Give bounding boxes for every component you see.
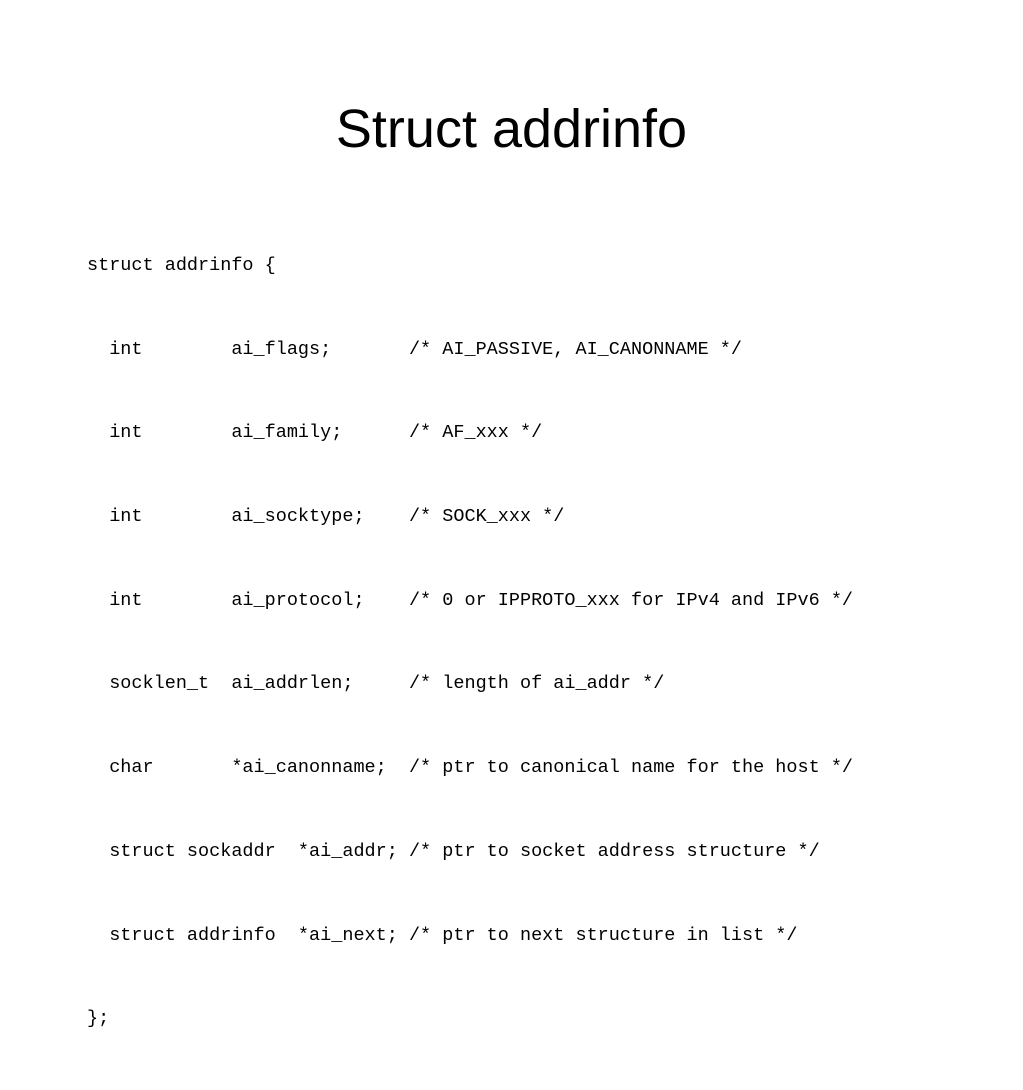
slide: Struct addrinfo struct addrinfo { int ai… xyxy=(87,99,854,1030)
code-line: }; xyxy=(87,1008,110,1030)
slide-title: Struct addrinfo xyxy=(335,99,688,159)
code-line: int ai_protocol; /* 0 or IPPROTO_xxx for… xyxy=(87,589,854,611)
code-block: struct addrinfo { int ai_flags; /* AI_PA… xyxy=(87,211,853,1090)
code-line: socklen_t ai_addrlen; /* length of ai_ad… xyxy=(87,673,665,695)
code-line: int ai_flags; /* AI_PASSIVE, AI_CANONNAM… xyxy=(87,338,743,360)
code-line: struct addrinfo { xyxy=(87,255,276,276)
code-line: char *ai_canonname; /* ptr to canonical … xyxy=(87,757,854,779)
code-line: int ai_family; /* AF_xxx */ xyxy=(87,422,543,444)
code-line: struct addrinfo *ai_next; /* ptr to next… xyxy=(87,924,798,946)
code-line: int ai_socktype; /* SOCK_xxx */ xyxy=(87,506,565,528)
code-line: struct sockaddr *ai_addr; /* ptr to sock… xyxy=(87,840,820,862)
